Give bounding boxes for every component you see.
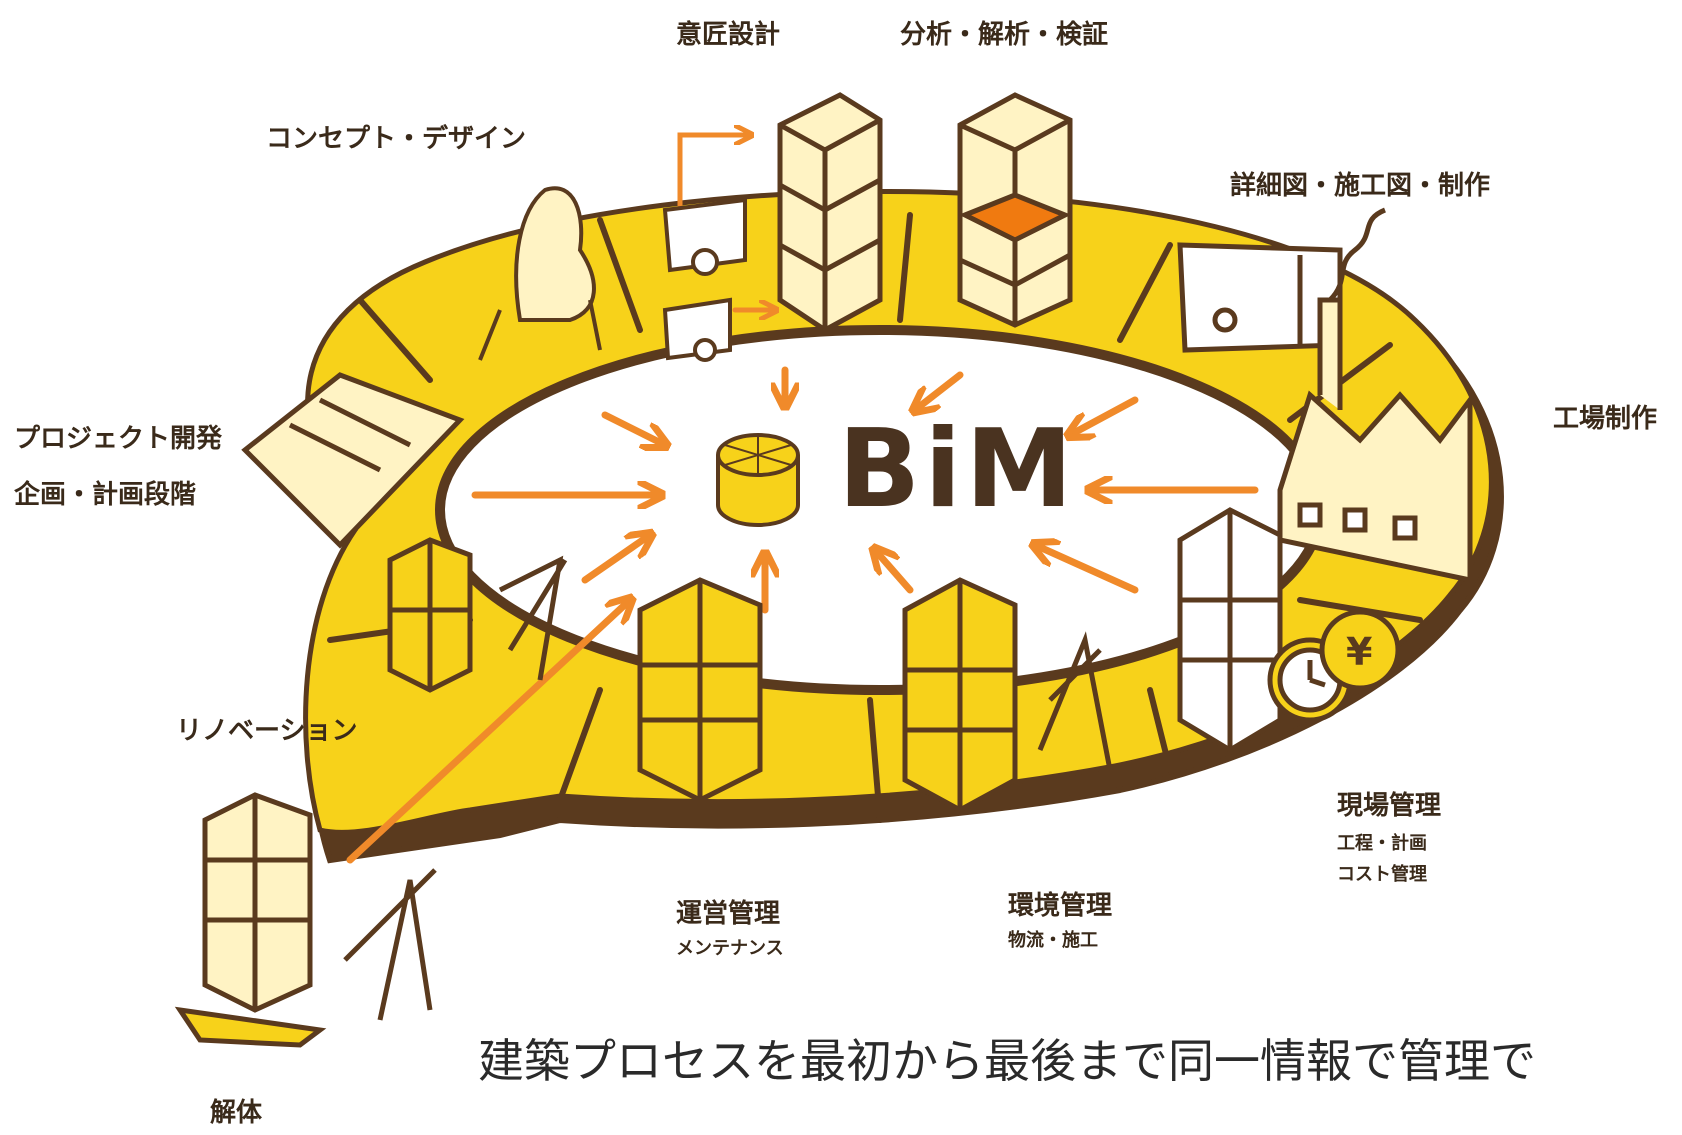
bim-cylinder-icon [716, 433, 800, 527]
label-project-line1: プロジェクト開発 [14, 424, 223, 454]
arrow-from-detail [1070, 396, 1139, 435]
smoke-icon [1328, 207, 1387, 302]
design-building-icon [777, 92, 883, 333]
bim-title: BiM [838, 407, 1077, 532]
label-concept: コンセプト・デザイン [266, 124, 527, 154]
crane-icon-env [1037, 631, 1113, 771]
arrows-to-bim [346, 366, 1259, 864]
label-site-title: 現場管理 [1337, 791, 1442, 821]
project-plan-icon [241, 372, 465, 549]
env-building-icon [902, 577, 1018, 813]
label-project-line2: 企画・計画段階 [14, 480, 197, 510]
ops-building-icon [637, 577, 763, 803]
design-sheets-icon [662, 197, 747, 362]
label-factory: 工場制作 [1553, 404, 1658, 434]
arrow-from-demolition [346, 600, 630, 864]
label-ops-sub: メンテナンス [676, 938, 784, 959]
label-design: 意匠設計 [676, 20, 781, 50]
arrow-from-concept [601, 411, 665, 445]
site-building-icon [1177, 507, 1283, 753]
detail-drawing-icon [1177, 242, 1343, 353]
demolition-building-icon [174, 792, 437, 1048]
factory-icon [1277, 297, 1473, 584]
label-renovation: リノベーション [176, 716, 358, 746]
caption: 建築プロセスを最初から最後まで同一情報で管理で [478, 1034, 1536, 1088]
label-site-sub1: 工程・計画 [1337, 833, 1427, 854]
label-demolition: 解体 [210, 1098, 263, 1128]
arrow-from-analysis [915, 371, 964, 410]
label-env-title: 環境管理 [1008, 891, 1113, 921]
label-detail: 詳細図・施工図・制作 [1230, 171, 1491, 201]
arrow-from-site [1035, 545, 1139, 594]
label-ops-title: 運営管理 [676, 899, 781, 929]
svg-text:¥: ¥ [1346, 630, 1372, 674]
yen-coin-icon: ¥ [1319, 609, 1401, 691]
label-site-sub2: コスト管理 [1337, 864, 1427, 885]
label-analysis: 分析・解析・検証 [900, 20, 1109, 50]
concept-arrows [677, 135, 775, 310]
arrow-from-renovation [581, 535, 650, 584]
label-env-sub: 物流・施工 [1008, 930, 1098, 951]
analysis-building-icon [957, 92, 1073, 328]
renovation-building-icon [387, 537, 568, 693]
concept-sketch-icon [478, 186, 602, 361]
arrow-from-env [875, 550, 914, 594]
